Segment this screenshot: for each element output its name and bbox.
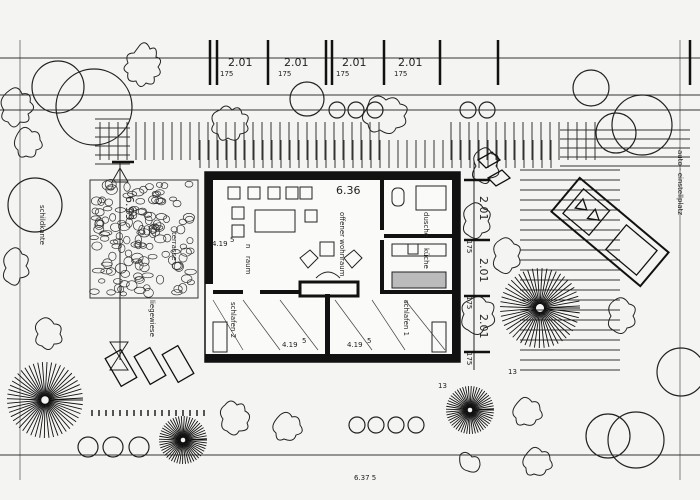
left-dim-value: 6.99	[123, 196, 136, 221]
bottom-dim: 6.37 5	[354, 474, 376, 482]
bedroom-dim-2-sup: 5	[367, 337, 371, 345]
right-dim-1: 2.01	[477, 196, 490, 221]
bedroom-dim-1: 4.19	[282, 341, 298, 349]
bedroom-dim-1-sup: 5	[302, 337, 306, 345]
house: 6.36 4.19 5 n raum offener wohnraum dusc…	[204, 171, 461, 363]
terrace-label: terrasse	[170, 232, 178, 261]
shrub-outlines	[0, 42, 636, 476]
house-side-dim: 4.19	[212, 240, 228, 248]
right-dim-3: 2.01	[477, 314, 490, 339]
terrace-gravel	[89, 178, 197, 298]
bedroom-dim-2: 4.19	[347, 341, 363, 349]
left-parking-stripes	[95, 109, 130, 165]
room-kueche: küche	[422, 248, 430, 269]
left-note: schildkante	[38, 205, 46, 245]
room-schlafen2: schlafen 2	[229, 302, 237, 338]
top-dim-1-sub: 175	[220, 70, 233, 78]
starburst-trees	[7, 268, 580, 465]
right-dimension: 2.01 175 2.01 175 2.01 175 13 13	[438, 160, 517, 390]
right-dim-2: 2.01	[477, 258, 490, 283]
marker-13-a: 13	[508, 368, 517, 376]
top-dim-3: 2.01	[342, 56, 367, 69]
left-dimension: 6.99 terrasse liegewiese	[109, 160, 178, 371]
right-dim-2-sub: 175	[465, 296, 473, 309]
parking-label: auto - einstellplatz	[676, 150, 684, 215]
right-dim-3-sub: 175	[465, 352, 473, 365]
cars	[104, 151, 670, 388]
marker-13-b: 13	[438, 382, 447, 390]
room-center: offener wohnraum	[338, 212, 346, 277]
top-dim-1: 2.01	[228, 56, 253, 69]
top-dim-2: 2.01	[284, 56, 309, 69]
top-dim-4: 2.01	[398, 56, 423, 69]
top-dim-3-sub: 175	[336, 70, 349, 78]
room-dusche: dusche	[422, 212, 430, 237]
house-top-dim: 6.36	[336, 184, 361, 197]
bottom-ticks	[91, 410, 205, 416]
right-dim-1-sub: 175	[465, 240, 473, 253]
room-left-prefix: n	[244, 244, 252, 248]
top-dimensions: 2.01 175 2.01 175 2.01 175 2.01 175	[220, 56, 423, 78]
room-schlafen1: schlafen 1	[402, 300, 410, 336]
tree-circles	[7, 60, 700, 469]
house-side-dim-sup: 5	[230, 236, 234, 244]
top-dim-4-sub: 175	[394, 70, 407, 78]
top-dimension-ticks	[208, 40, 692, 85]
lawn-label: liegewiese	[148, 300, 156, 337]
top-dim-2-sub: 175	[278, 70, 291, 78]
room-left: raum	[244, 256, 252, 275]
